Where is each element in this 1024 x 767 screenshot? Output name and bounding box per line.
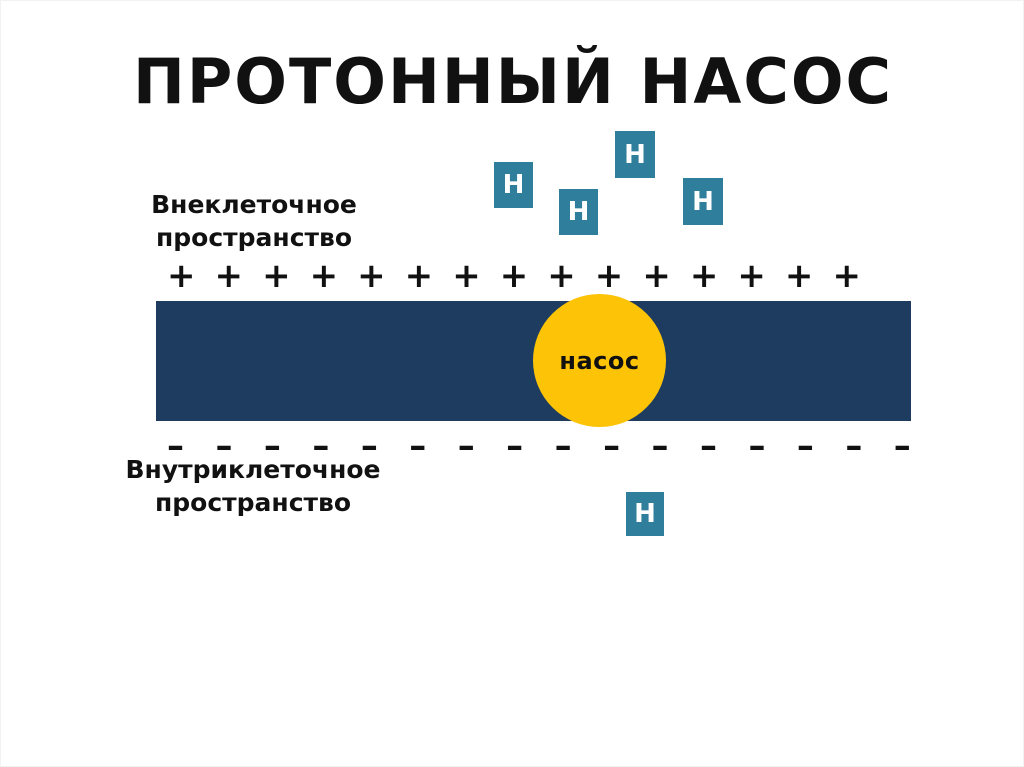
minus-charge-2: –	[263, 426, 281, 466]
proton-outside-0-label: H	[502, 170, 525, 200]
proton-outside-1-label: H	[567, 197, 590, 227]
minus-charge-6: –	[457, 426, 475, 466]
minus-charge-5: –	[409, 426, 427, 466]
proton-outside-3-label: H	[692, 186, 714, 217]
minus-charge-9: –	[603, 426, 621, 466]
negative-charge-row: ––––––––––––––––	[167, 429, 911, 463]
extracellular-space-label-line1: Внеклеточное	[151, 190, 357, 219]
proton-outside-2: H	[615, 131, 655, 178]
plus-charge-8: +	[547, 256, 576, 296]
minus-charge-0: –	[167, 426, 184, 466]
proton-pump-label: насос	[559, 346, 640, 375]
minus-charge-15: –	[893, 426, 911, 466]
plus-charge-10: +	[642, 256, 671, 296]
page-title: ПРОТОННЫЙ НАСОС	[132, 45, 894, 118]
minus-charge-12: –	[748, 426, 766, 466]
plus-charge-0: +	[167, 256, 196, 296]
intracellular-space-label-line2: пространство	[155, 488, 351, 517]
plus-charge-3: +	[309, 256, 339, 296]
proton-inside-0-label: H	[634, 499, 656, 529]
minus-charge-8: –	[554, 426, 572, 466]
plus-charge-7: +	[499, 256, 529, 296]
minus-charge-10: –	[651, 426, 669, 466]
plus-charge-6: +	[452, 256, 481, 296]
plus-charge-11: +	[689, 256, 719, 296]
minus-charge-4: –	[360, 426, 378, 466]
intracellular-space-label: Внутриклеточное пространство	[83, 453, 423, 519]
plus-charge-13: +	[784, 256, 814, 296]
minus-charge-7: –	[506, 426, 524, 466]
extracellular-space-label-line2: пространство	[156, 223, 352, 252]
minus-charge-14: –	[845, 426, 863, 466]
proton-pump: насос	[533, 294, 666, 427]
plus-charge-1: +	[214, 256, 244, 296]
proton-outside-2-label: H	[624, 139, 646, 170]
intracellular-space-label-line1: Внутриклеточное	[125, 455, 381, 484]
plus-charge-14: +	[832, 256, 861, 296]
plus-charge-5: +	[404, 256, 434, 296]
minus-charge-11: –	[699, 426, 717, 466]
minus-charge-3: –	[312, 426, 330, 466]
proton-inside-0: H	[626, 492, 664, 536]
minus-charge-1: –	[215, 426, 233, 466]
plus-charge-2: +	[262, 256, 291, 296]
plus-charge-12: +	[737, 256, 766, 296]
proton-outside-3: H	[683, 178, 723, 225]
proton-outside-1: H	[559, 189, 598, 235]
extracellular-space-label: Внеклеточное пространство	[109, 188, 399, 254]
proton-outside-0: H	[494, 162, 533, 208]
positive-charge-row: + + + + + + + + + + + + + + +	[167, 259, 861, 293]
minus-charge-13: –	[796, 426, 814, 466]
plus-charge-9: +	[594, 256, 624, 296]
plus-charge-4: +	[357, 256, 386, 296]
